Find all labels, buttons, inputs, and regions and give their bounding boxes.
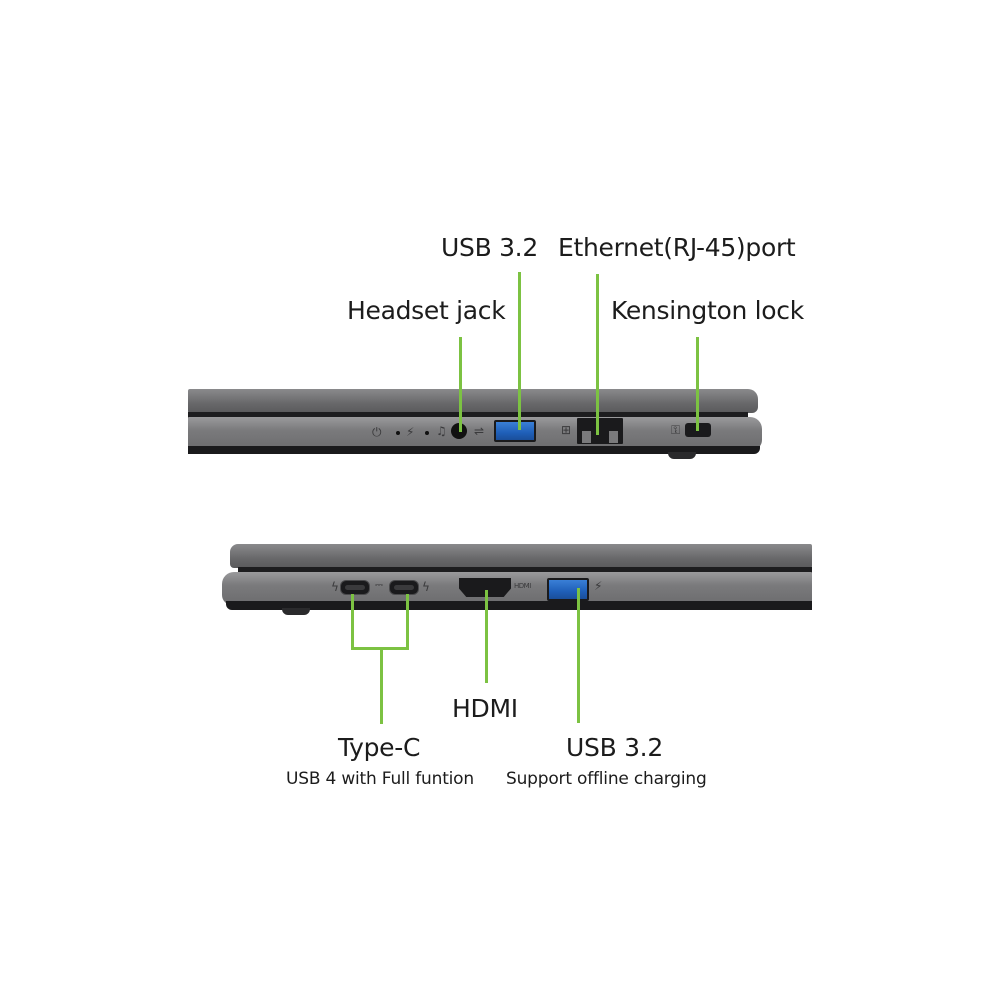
usb-3-2-label: USB 3.2 — [441, 233, 538, 262]
ethernet-port — [577, 418, 623, 444]
typec-leader-line — [380, 647, 383, 724]
kensington-lock-label: Kensington lock — [611, 296, 804, 325]
network-icon: ⊞ — [561, 423, 572, 437]
usb-leader-line — [577, 588, 580, 723]
type-c-sublabel: USB 4 with Full funtion — [286, 769, 474, 789]
usb-a-port — [494, 420, 536, 442]
laptop-bottom — [226, 601, 812, 610]
battery-led — [425, 431, 429, 435]
usb-leader-line — [518, 272, 521, 430]
usb-a-port — [547, 578, 589, 601]
thunderbolt-icon: ϟ — [422, 580, 430, 594]
headset-leader-line — [459, 337, 462, 432]
usb-3-2-label: USB 3.2 — [566, 733, 663, 762]
usb-c-port-2 — [389, 580, 419, 595]
power-led — [396, 431, 400, 435]
hdmi-label: HDMI — [452, 694, 518, 723]
lid-gap — [188, 412, 748, 418]
hdmi-icon: HDMI — [514, 582, 531, 590]
rubber-foot — [282, 608, 310, 615]
battery-icon: ⚡ — [406, 425, 415, 439]
laptop-bottom — [188, 446, 760, 454]
lock-icon: ⚿ — [671, 423, 681, 437]
thunderbolt-icon: ϟ — [331, 580, 339, 594]
usb-charge-icon: ⚡ — [594, 579, 603, 593]
usb-3-2-sublabel: Support offline charging — [506, 769, 707, 789]
laptop-lid — [188, 389, 758, 413]
ethernet-label: Ethernet(RJ-45)port — [558, 233, 796, 262]
hdmi-port — [459, 578, 511, 597]
hdmi-leader-line — [485, 590, 488, 683]
power-icon: ⏻ — [372, 425, 382, 439]
lid-gap — [238, 567, 812, 573]
laptop-base — [188, 417, 762, 450]
rubber-foot — [668, 452, 696, 459]
headphone-icon: ♫ — [436, 424, 447, 438]
typec-2-leader-line — [406, 594, 409, 650]
usb-c-port-1 — [340, 580, 370, 595]
laptop-lid — [230, 544, 812, 568]
headset-jack-label: Headset jack — [347, 296, 506, 325]
ethernet-leader-line — [596, 274, 599, 435]
usb-icon: ⇌ — [474, 424, 485, 438]
type-c-label: Type-C — [338, 733, 421, 762]
dc-power-icon: ⎓ — [375, 580, 383, 591]
kensington-leader-line — [696, 337, 699, 431]
laptop-base — [222, 572, 812, 605]
typec-1-leader-line — [351, 594, 354, 650]
